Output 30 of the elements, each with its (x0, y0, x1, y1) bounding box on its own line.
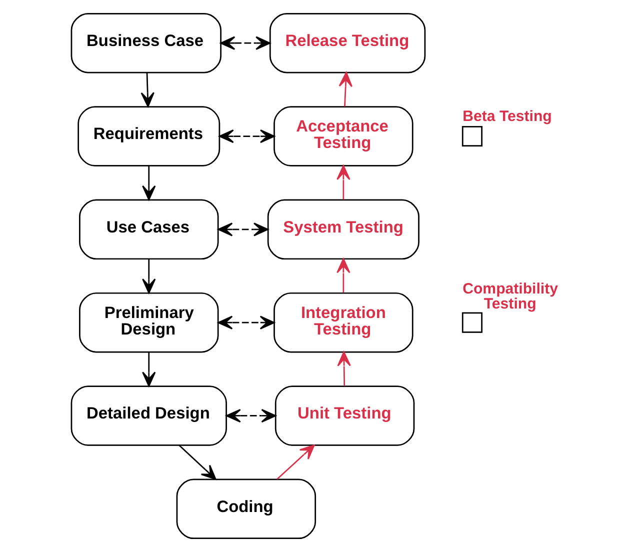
arrow (178, 444, 216, 480)
node-box: Coding (176, 478, 316, 540)
arrow (336, 165, 350, 200)
node-box: Release Testing (268, 12, 426, 74)
node-box: Detailed Design (70, 386, 226, 446)
arrow (336, 351, 350, 386)
arrow (336, 258, 350, 293)
node-box: Preliminary Design (78, 292, 218, 353)
arrow (218, 129, 274, 144)
arrow (142, 166, 156, 200)
arrow (142, 352, 156, 387)
arrow (217, 316, 274, 330)
node-box: Integration Testing (273, 292, 413, 353)
arrow (276, 444, 314, 480)
node-label: Compatibility Testing (462, 280, 558, 313)
node-box: Requirements (77, 106, 220, 166)
arrow (220, 36, 270, 50)
arrow (140, 72, 154, 108)
node-box: System Testing (266, 199, 419, 260)
node-box: Acceptance Testing (273, 106, 413, 166)
arrow (217, 222, 268, 236)
node-box: Unit Testing (274, 386, 414, 446)
node-box: Business Case (70, 12, 221, 74)
node-label: Beta Testing (462, 108, 552, 125)
arrow (142, 258, 156, 294)
arrow (225, 408, 276, 423)
node-box: Use Cases (78, 199, 218, 260)
arrow (338, 72, 352, 106)
node-box (461, 126, 482, 147)
node-box (461, 312, 482, 333)
